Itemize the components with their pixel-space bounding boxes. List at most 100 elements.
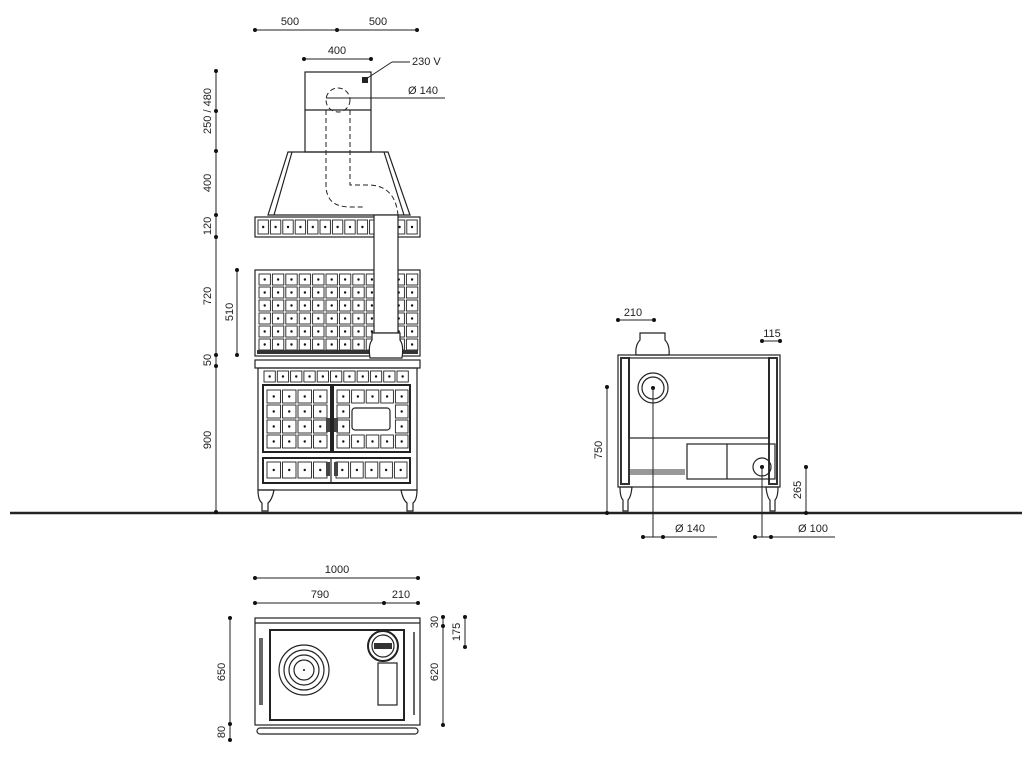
dim-label-total-width: 1000	[325, 564, 349, 576]
tile-dot	[321, 375, 325, 378]
leg-right	[400, 489, 418, 512]
dim-label-hood-height: 400	[202, 174, 214, 192]
dim-label-rear-offset: 115	[763, 328, 781, 340]
tile-dot	[276, 330, 280, 333]
tile-dot	[343, 343, 347, 346]
tile-dot	[410, 317, 414, 320]
tile-dot	[361, 225, 364, 229]
flue-pipe	[373, 214, 399, 334]
tile-dot	[288, 425, 291, 428]
dim-label-side-flue-diameter: Ø 140	[675, 523, 705, 535]
flue-collar	[368, 332, 404, 359]
tile-dot	[319, 440, 322, 443]
flue-outlet	[635, 332, 670, 356]
tile-dot	[263, 317, 266, 320]
tile-dot	[357, 278, 360, 281]
side-body	[617, 354, 781, 488]
tile-dot	[370, 278, 374, 281]
tile-dot	[355, 468, 359, 472]
tile-dot	[319, 468, 322, 472]
tile-dot	[370, 291, 374, 294]
tile-dot	[290, 343, 293, 346]
tile-dot	[357, 304, 360, 307]
tile-dot	[400, 425, 403, 428]
tile-dot	[303, 468, 306, 472]
dim-label-tiles-height: 510	[224, 303, 236, 321]
tile-dot	[263, 291, 266, 294]
tile-dot	[330, 304, 333, 307]
tile-dot	[370, 317, 374, 320]
tile-dot	[263, 343, 266, 346]
cooktop-rim	[254, 359, 421, 369]
tile-dot	[317, 291, 320, 294]
tile-dot	[330, 291, 333, 294]
tile-dot	[385, 395, 389, 398]
tile-dot	[288, 410, 291, 413]
electrical-box-icon	[362, 77, 368, 83]
tile-dot	[303, 395, 306, 398]
oven-door-left	[262, 384, 332, 453]
drawer	[262, 457, 411, 484]
tile-dot	[272, 410, 275, 413]
tile-dot	[324, 225, 327, 229]
dim-label-upper-height: 720	[202, 287, 214, 305]
tile-dot	[356, 395, 360, 398]
tile-dot	[357, 330, 360, 333]
tile-dot	[342, 395, 345, 398]
tile-dot	[303, 304, 307, 307]
tile-dot	[263, 304, 266, 307]
side-view: 210 115 750 265 Ø 140 Ø 100	[593, 307, 835, 539]
tile-dot	[399, 468, 402, 472]
tile-dot	[272, 468, 275, 472]
flue-diameter-label: Ø 140	[408, 85, 438, 97]
tile-dot	[303, 410, 306, 413]
firebox-door-right	[332, 384, 411, 453]
tile-dot	[343, 291, 347, 294]
leg-left	[257, 489, 275, 512]
tile-dot	[317, 343, 320, 346]
dim-heights: 250 / 480 400 120 720 50 900 510	[202, 69, 239, 514]
tile-dot	[290, 317, 293, 320]
tile-dot	[272, 395, 275, 398]
voltage-label: 230 V	[412, 56, 441, 68]
towel-rail	[256, 727, 419, 735]
tile-dot	[276, 278, 280, 281]
tile-dot	[268, 375, 271, 378]
tile-dot	[410, 291, 414, 294]
tile-dot	[385, 440, 389, 443]
tile-dot	[303, 317, 307, 320]
tile-dot	[303, 330, 307, 333]
tile-dot	[281, 375, 285, 378]
hob-rings	[278, 644, 330, 696]
tile-dot	[317, 317, 320, 320]
tile-dot	[357, 291, 360, 294]
tile-dot	[357, 343, 360, 346]
tile-dot	[348, 375, 351, 378]
dim-label-flue-offset: 210	[624, 307, 642, 319]
tile-dot	[272, 425, 275, 428]
tile-dot	[343, 278, 347, 281]
rear-panel	[686, 443, 776, 480]
tile-dot	[276, 317, 280, 320]
tile-dot	[295, 375, 298, 378]
dim-label-chimney-height: 250 / 480	[202, 88, 214, 134]
tile-dot	[410, 330, 414, 333]
tile-dot	[290, 291, 293, 294]
dim-label-handle-depth: 80	[216, 726, 228, 738]
dim-top-width: 500 500	[253, 16, 419, 32]
dim-label-air-height: 265	[792, 481, 804, 499]
tile-dot	[263, 330, 266, 333]
tile-dot	[370, 304, 374, 307]
hood-tile-band	[254, 216, 421, 238]
tile-dot	[330, 343, 333, 346]
tile-dot	[336, 225, 339, 229]
tile-dot	[384, 468, 388, 472]
tile-dot	[343, 304, 347, 307]
tile-dot	[330, 278, 333, 281]
tile-dot	[410, 343, 414, 346]
tile-dot	[263, 278, 266, 281]
tile-dot	[319, 395, 322, 398]
door-handle	[334, 418, 338, 432]
dim-label-body-height: 900	[202, 431, 214, 449]
tile-dot	[317, 330, 320, 333]
